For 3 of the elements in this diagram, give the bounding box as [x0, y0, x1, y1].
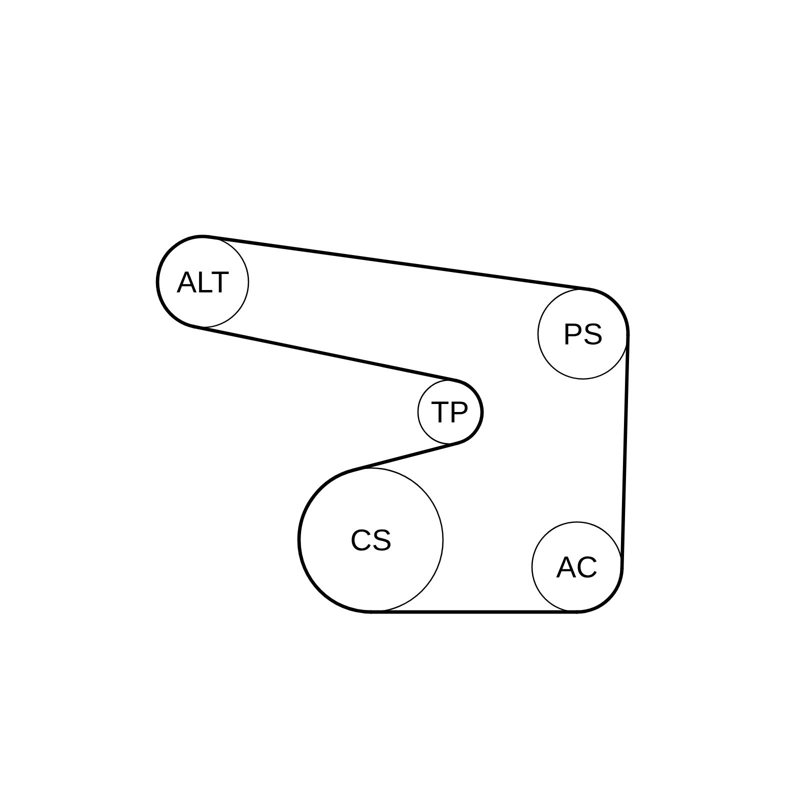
belt	[208, 235, 591, 292]
belt	[192, 324, 458, 382]
belt	[351, 441, 460, 472]
